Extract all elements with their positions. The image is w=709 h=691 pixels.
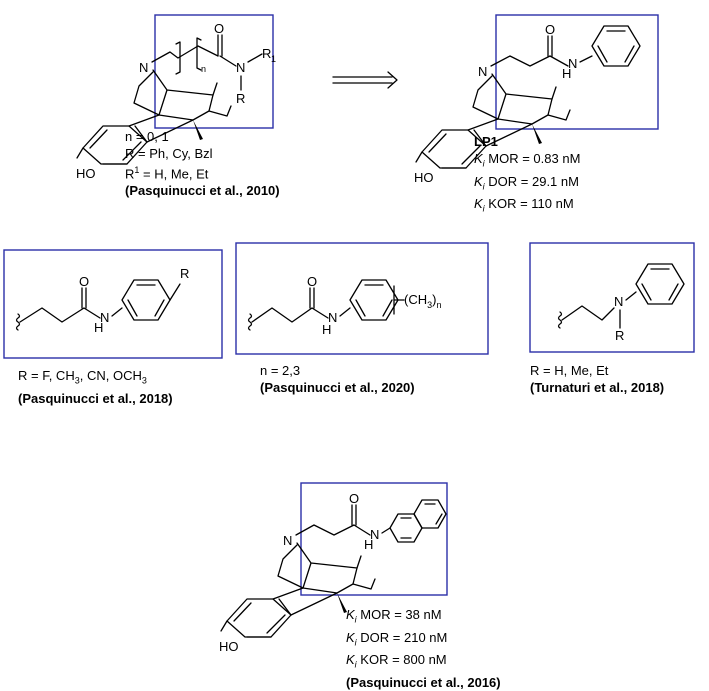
citation: (Pasquinucci et al., 2010) xyxy=(125,183,280,199)
citation: (Pasquinucci et al., 2020) xyxy=(260,380,415,395)
atom-label: O xyxy=(349,491,359,506)
citation: (Pasquinucci et al., 2016) xyxy=(346,674,501,690)
highlight-frame-top-left xyxy=(154,14,274,129)
caption-bottom: Ki MOR = 38 nM Ki DOR = 210 nM Ki KOR = … xyxy=(346,606,501,691)
atom-label: (CH3)n xyxy=(404,292,441,310)
atom-label: N xyxy=(100,310,109,325)
highlight-frame-bottom xyxy=(300,482,448,596)
atom-label: O xyxy=(79,274,89,289)
structure-generic-2010: N HO n O N R 1 R xyxy=(76,14,276,181)
retrosynthesis-arrow xyxy=(332,71,398,89)
atom-label: n xyxy=(201,64,206,74)
atom-label: H xyxy=(94,320,103,335)
atom-label: HO xyxy=(219,639,239,654)
caption-mid-right: R = H, Me, Et (Turnaturi et al., 2018) xyxy=(530,362,664,396)
caption-top-left: n = 0, 1 R = Ph, Cy, Bzl R1 = H, Me, Et … xyxy=(125,128,280,199)
atom-label: N xyxy=(236,60,245,75)
structure-para-substituted: O H N R xyxy=(3,249,223,359)
highlight-frame-top-right xyxy=(495,14,659,130)
structure-amine: N R xyxy=(529,242,695,353)
caption-mid-left: R = F, CH3, CN, OCH3 (Pasquinucci et al.… xyxy=(18,367,173,407)
atom-label: HO xyxy=(76,166,96,181)
atom-label: HO xyxy=(414,170,434,185)
atom-label: N xyxy=(614,294,623,309)
substituent-n: n = 2,3 xyxy=(260,363,301,378)
atom-label: H xyxy=(562,66,571,81)
atom-label: R xyxy=(236,91,245,106)
atom-label: O xyxy=(545,22,555,37)
atom-label: N xyxy=(328,310,337,325)
caption-top-right: LP1 Ki MOR = 0.83 nM Ki DOR = 29.1 nM Ki… xyxy=(474,133,580,218)
atom-label: N xyxy=(568,56,577,71)
atom-label: O xyxy=(307,274,317,289)
structure-naphthyl: N HO O H N xyxy=(219,482,448,654)
substituent-r: R = F, CH3, CN, OCH3 xyxy=(18,368,147,386)
highlight-frame-mid-right xyxy=(529,242,695,353)
atom-label: N xyxy=(478,64,487,79)
substituent-n: n = 0, 1 xyxy=(125,129,169,144)
affinity-dor: Ki DOR = 210 nM xyxy=(346,629,448,648)
affinity-dor: Ki DOR = 29.1 nM xyxy=(474,173,579,192)
affinity-kor: Ki KOR = 110 nM xyxy=(474,196,574,214)
substituent-r: R = H, Me, Et xyxy=(530,363,609,378)
atom-label: N xyxy=(283,533,292,548)
atom-label: O xyxy=(214,21,224,36)
affinity-kor: Ki KOR = 800 nM xyxy=(346,652,447,670)
atom-label: N xyxy=(370,527,379,542)
substituent-r1: R1 = H, Me, Et xyxy=(125,165,209,182)
atom-label: H xyxy=(364,537,373,552)
atom-label: R xyxy=(262,46,271,61)
atom-label: 1 xyxy=(271,54,276,64)
atom-label: R xyxy=(615,328,624,343)
affinity-mor: Ki MOR = 38 nM xyxy=(346,607,442,625)
atom-label: H xyxy=(322,322,331,337)
atom-label: N xyxy=(139,60,148,75)
structure-methyl-substituted: O H N (CH3)n xyxy=(235,242,489,355)
highlight-frame-mid-left xyxy=(3,249,223,359)
atom-label: R xyxy=(180,266,189,281)
citation: (Turnaturi et al., 2018) xyxy=(530,380,665,395)
substituent-r: R = Ph, Cy, Bzl xyxy=(125,146,213,161)
citation: (Pasquinucci et al., 2018) xyxy=(18,390,173,406)
affinity-mor: Ki MOR = 0.83 nM xyxy=(474,151,581,169)
caption-mid-center: n = 2,3 (Pasquinucci et al., 2020) xyxy=(260,362,415,396)
structure-lp1: N HO O H N xyxy=(414,14,659,185)
compound-name: LP1 xyxy=(474,134,498,149)
highlight-frame-mid-center xyxy=(235,242,489,355)
